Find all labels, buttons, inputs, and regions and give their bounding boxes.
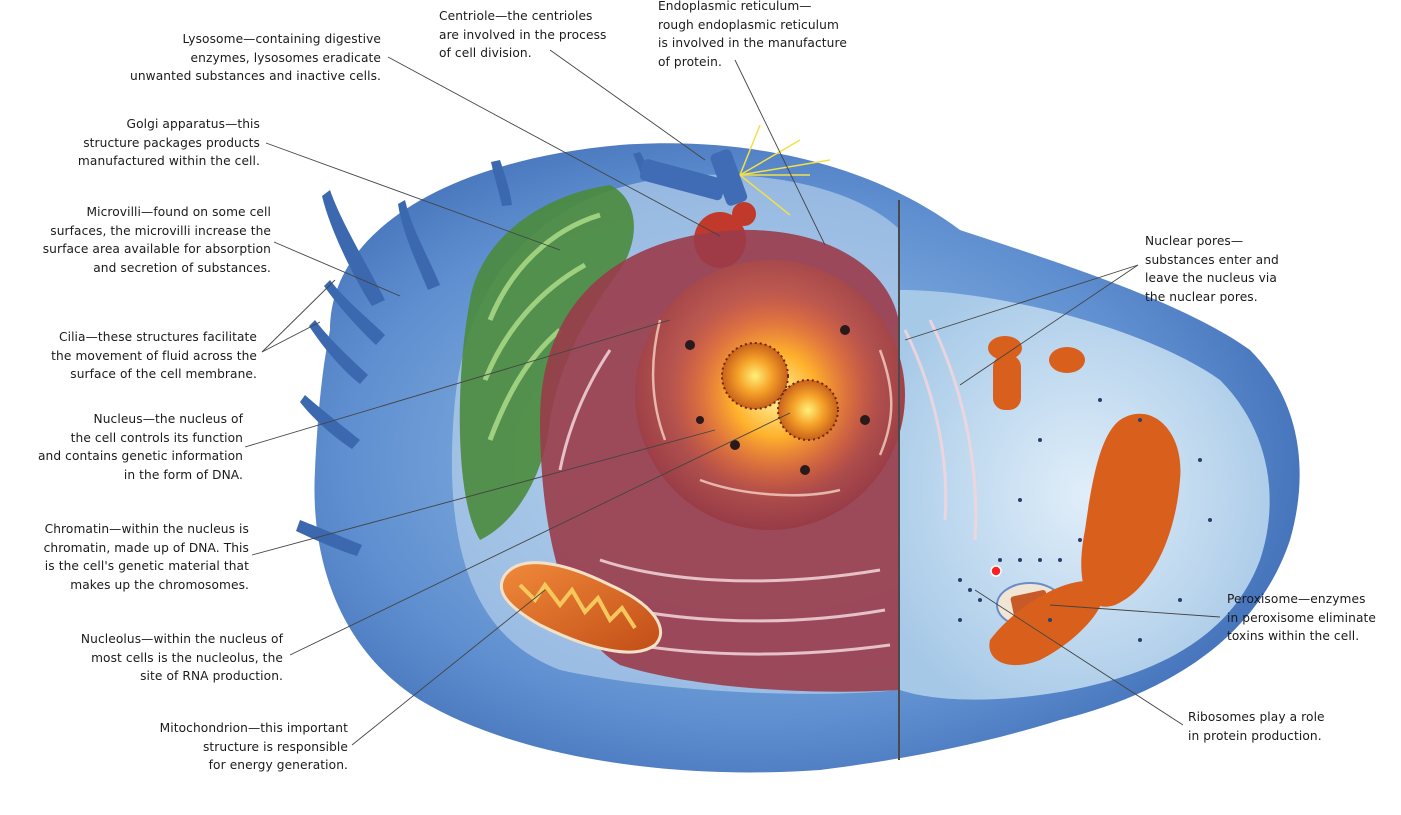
label-nucleus: Nucleus—the nucleus of the cell controls… — [10, 410, 243, 484]
label-mitochondrion: Mitochondrion—this important structure i… — [100, 719, 348, 775]
label-endoplasmic-reticulum: Endoplasmic reticulum— rough endoplasmic… — [658, 0, 847, 71]
label-peroxisome: Peroxisome—enzymes in peroxisome elimina… — [1227, 590, 1376, 646]
lysosome-small — [732, 202, 756, 226]
label-microvilli: Microvilli—found on some cell surfaces, … — [10, 203, 271, 277]
vesicle — [1049, 347, 1085, 373]
label-lysosome: Lysosome—containing digestive enzymes, l… — [100, 30, 381, 86]
label-cilia: Cilia—these structures facilitate the mo… — [10, 328, 257, 384]
label-nuclear-pores: Nuclear pores— substances enter and leav… — [1145, 232, 1279, 306]
label-golgi-apparatus: Golgi apparatus—this structure packages … — [40, 115, 260, 171]
label-nucleolus: Nucleolus—within the nucleus of most cel… — [30, 630, 283, 686]
red-marker — [991, 566, 1001, 576]
label-chromatin: Chromatin—within the nucleus is chromati… — [10, 520, 249, 594]
mitochondrion-small — [993, 355, 1021, 410]
label-ribosomes: Ribosomes play a role in protein product… — [1188, 708, 1325, 745]
label-centriole: Centriole—the centrioles are involved in… — [439, 7, 606, 63]
